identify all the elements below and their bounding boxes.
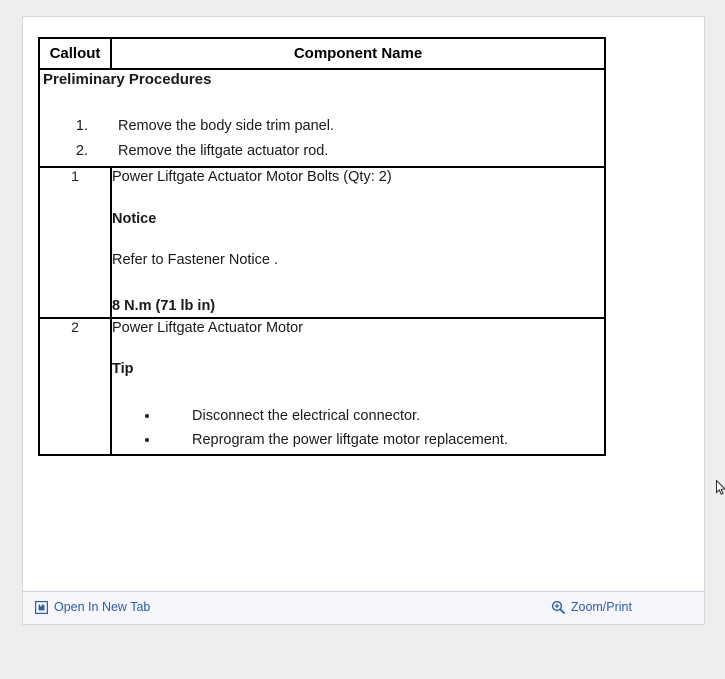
preliminary-steps-list: Remove the body side trim panel. Remove … — [40, 116, 604, 162]
torque-specification: 8 N.m (71 lb in) — [112, 297, 216, 314]
list-item: Disconnect the electrical connector. — [160, 406, 604, 427]
notice-label: Notice — [112, 210, 157, 227]
component-description-cell: Power Liftgate Actuator Motor Bolts (Qty… — [110, 166, 606, 319]
document-panel: Callout Component Name Preliminary Proce… — [22, 16, 705, 625]
open-in-new-tab-label: Open In New Tab — [54, 600, 151, 614]
preliminary-procedures-cell: Preliminary Procedures Remove the body s… — [38, 67, 606, 169]
footer-toolbar: Open In New Tab Zoom/Print — [23, 591, 704, 624]
mouse-cursor-icon — [716, 479, 725, 496]
list-item: Reprogram the power liftgate motor repla… — [160, 430, 604, 451]
tip-label: Tip — [112, 361, 134, 378]
component-description-cell: Power Liftgate Actuator Motor Tip Discon… — [110, 316, 606, 456]
list-item: Remove the liftgate actuator rod. — [92, 141, 604, 162]
procedure-table: Callout Component Name Preliminary Proce… — [38, 37, 606, 456]
table-row-preliminary: Preliminary Procedures Remove the body s… — [38, 67, 606, 169]
component-title: Power Liftgate Actuator Motor — [112, 319, 304, 336]
table-header-row: Callout Component Name — [38, 37, 606, 70]
preliminary-procedures-heading: Preliminary Procedures — [43, 71, 212, 88]
callout-number: 2 — [38, 316, 112, 456]
magnifier-plus-icon — [551, 600, 565, 614]
column-header-callout: Callout — [38, 37, 112, 70]
open-in-new-tab-icon — [34, 600, 49, 614]
open-in-new-tab-link[interactable]: Open In New Tab — [34, 600, 151, 614]
callout-number: 1 — [38, 166, 112, 319]
table-row: 1 Power Liftgate Actuator Motor Bolts (Q… — [38, 166, 606, 319]
list-item: Remove the body side trim panel. — [92, 116, 604, 137]
tip-items-list: Disconnect the electrical connector. Rep… — [112, 406, 604, 451]
zoom-print-label: Zoom/Print — [570, 600, 632, 614]
zoom-print-link[interactable]: Zoom/Print — [551, 600, 632, 614]
table-row: 2 Power Liftgate Actuator Motor Tip Disc… — [38, 316, 606, 456]
component-title: Power Liftgate Actuator Motor Bolts (Qty… — [112, 169, 392, 186]
notice-text: Refer to Fastener Notice . — [112, 252, 279, 269]
column-header-component-name: Component Name — [110, 37, 606, 70]
